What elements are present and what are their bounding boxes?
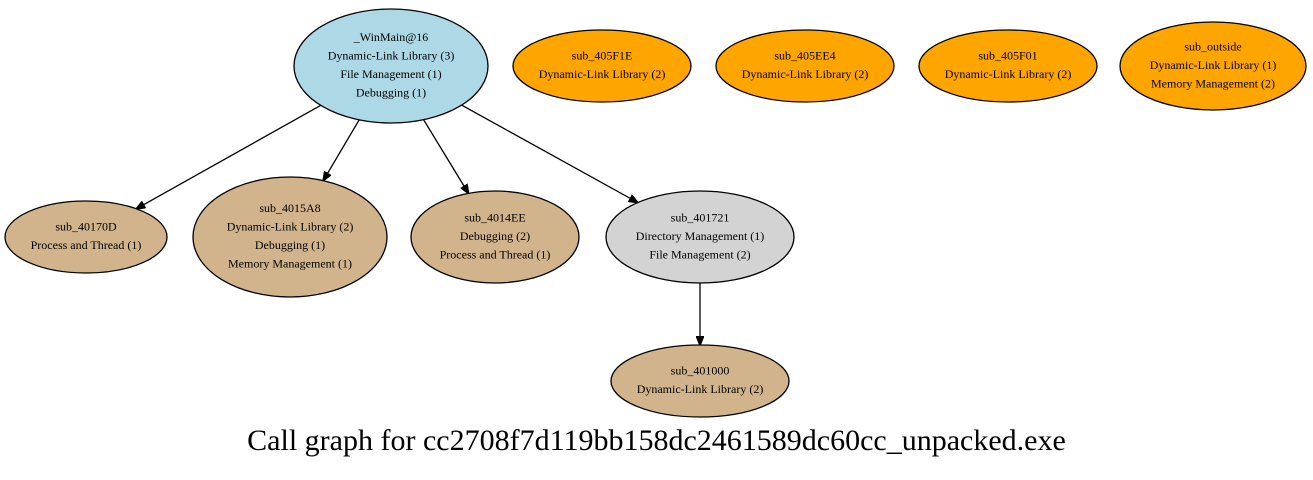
node-category-label: Dynamic-Link Library (2) <box>637 382 764 396</box>
edges <box>136 104 700 345</box>
node-ellipse <box>605 190 795 284</box>
node-category-label: File Management (1) <box>340 67 441 81</box>
node-ellipse <box>410 190 580 284</box>
node-title: sub_4014EE <box>464 210 525 224</box>
edge-winmain-to-sub_4015A8 <box>323 119 360 181</box>
node-title: sub_405F1E <box>572 49 633 63</box>
node-category-label: Dynamic-Link Library (2) <box>227 220 354 234</box>
node-category-label: File Management (2) <box>649 247 750 261</box>
node-category-label: Memory Management (2) <box>1151 76 1275 90</box>
edge-winmain-to-sub_401721 <box>461 104 638 202</box>
node-ellipse <box>715 29 895 103</box>
node-category-label: Dynamic-Link Library (1) <box>1150 58 1277 72</box>
node-title: sub_401721 <box>671 210 730 224</box>
graph-caption: Call graph for cc2708f7d119bb158dc246158… <box>247 424 1066 457</box>
node-category-label: Dynamic-Link Library (2) <box>539 67 666 81</box>
node-category-label: Process and Thread (1) <box>440 247 551 261</box>
node-title: _WinMain@16 <box>353 30 429 44</box>
node-sub_4014EE[interactable]: sub_4014EE Debugging (2) Process and Threa… <box>410 190 580 284</box>
edge-winmain-to-sub_4014EE <box>423 119 469 194</box>
node-sub_40170D[interactable]: sub_40170D Process and Thread (1) <box>4 200 168 274</box>
node-title: sub_4015A8 <box>259 201 320 215</box>
node-ellipse <box>918 29 1098 103</box>
node-ellipse <box>1119 21 1307 111</box>
node-ellipse <box>4 200 168 274</box>
node-sub_405F1E[interactable]: sub_405F1E Dynamic-Link Library (2) <box>512 29 692 103</box>
node-title: sub_outside <box>1184 39 1241 53</box>
node-title: sub_405EE4 <box>774 49 835 63</box>
node-category-label: Dynamic-Link Library (3) <box>328 49 455 63</box>
node-ellipse <box>192 176 388 298</box>
edge-winmain-to-sub_40170D <box>136 104 322 209</box>
node-category-label: Dynamic-Link Library (2) <box>742 67 869 81</box>
node-category-label: Dynamic-Link Library (2) <box>945 67 1072 81</box>
node-category-label: Memory Management (1) <box>228 257 352 271</box>
node-category-label: Debugging (1) <box>255 238 325 252</box>
node-category-label: Debugging (2) <box>460 229 530 243</box>
node-title: sub_40170D <box>55 220 117 234</box>
node-ellipse <box>293 8 489 124</box>
node-title: sub_405F01 <box>978 49 1037 63</box>
node-ellipse <box>610 344 790 418</box>
node-title: sub_401000 <box>671 364 730 378</box>
node-ellipse <box>512 29 692 103</box>
node-category-label: Process and Thread (1) <box>31 238 142 252</box>
node-category-label: Debugging (1) <box>356 86 426 100</box>
node-category-label: Directory Management (1) <box>636 229 765 243</box>
